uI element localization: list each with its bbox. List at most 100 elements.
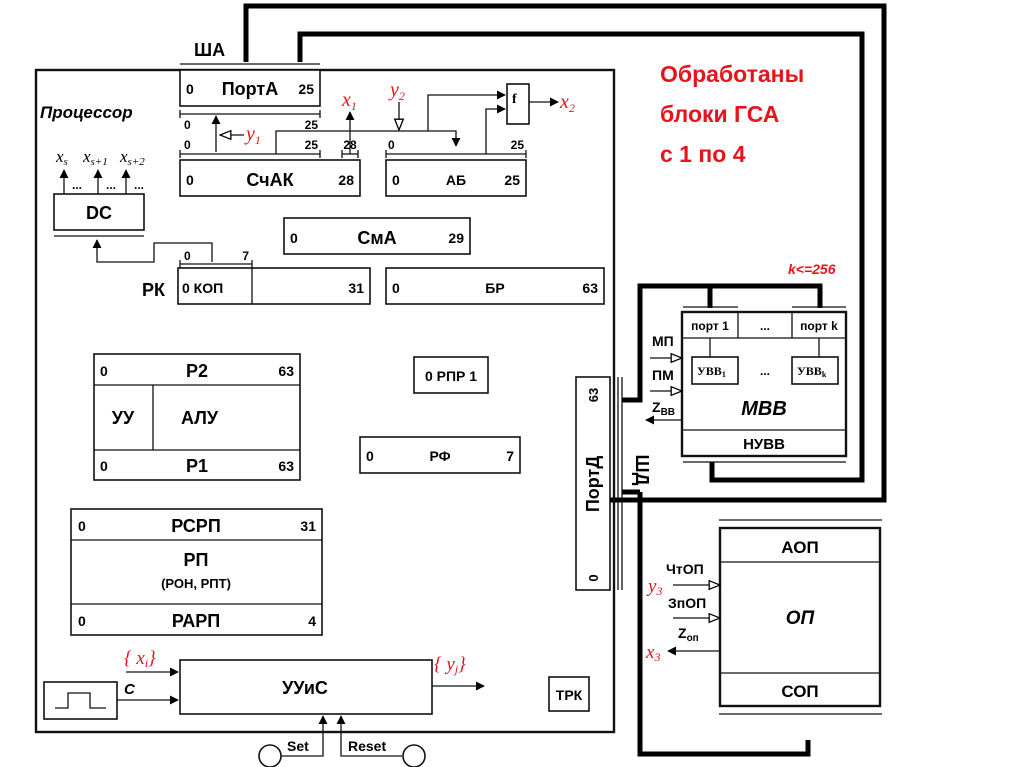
svg-text:25: 25 — [305, 138, 319, 152]
svg-text:Обработаны: Обработаны — [660, 61, 804, 87]
uuis-label: УУиС — [282, 678, 328, 698]
svg-text:63: 63 — [278, 363, 294, 379]
svg-text:0: 0 — [392, 172, 400, 188]
svg-text:0: 0 — [184, 249, 191, 263]
svg-text:...: ... — [106, 178, 116, 192]
uvv-k-device — [791, 356, 839, 385]
port-limit-label: k<=256 — [788, 261, 836, 277]
uu-label: УУ — [112, 408, 135, 428]
svg-text:0: 0 — [366, 448, 374, 464]
svg-text:0: 0 — [100, 363, 108, 379]
svg-text:0: 0 — [78, 613, 86, 629]
svg-text:25: 25 — [298, 81, 314, 97]
svg-text:0: 0 — [78, 518, 86, 534]
set-label: Set — [287, 738, 309, 754]
svg-text:25: 25 — [504, 172, 520, 188]
scak-label: СчАК — [246, 170, 294, 190]
alu-label: АЛУ — [181, 408, 219, 428]
svg-text:...: ... — [72, 178, 82, 192]
svg-text:0: 0 — [186, 172, 194, 188]
signal-c: C — [124, 681, 136, 698]
decoder-dc: DC — [53, 193, 145, 231]
signal-y3: y3 — [646, 576, 662, 598]
port-k-label: порт k — [800, 319, 838, 333]
svg-text:0: 0 — [184, 118, 191, 132]
svg-text:7: 7 — [242, 249, 249, 263]
clock-generator — [43, 681, 118, 720]
signal-y1: y1 — [244, 123, 261, 147]
signal-x3: x3 — [645, 642, 660, 664]
status-note: Обработаны блоки ГСА с 1 по 4 — [660, 61, 804, 167]
svg-text:0: 0 — [186, 81, 194, 97]
ab-label: АБ — [446, 172, 466, 188]
port-1-label: порт 1 — [691, 319, 729, 333]
zop-label: Zоп — [678, 625, 699, 644]
signal-yj: { yj} — [434, 654, 466, 676]
svg-text:0: 0 — [392, 280, 400, 296]
trk-block: ТРК — [548, 676, 590, 712]
port-a-label: ПортА — [222, 79, 279, 99]
reset-terminal[interactable] — [402, 744, 426, 767]
svg-text:25: 25 — [305, 118, 319, 132]
sop-label: СОП — [781, 682, 818, 701]
write-op-label: ЗпОП — [668, 595, 706, 611]
port-d-label: ПортД — [583, 456, 603, 513]
svg-text:0: 0 — [100, 458, 108, 474]
svg-text:...: ... — [760, 319, 770, 333]
svg-text:0: 0 — [586, 574, 601, 581]
aop-label: АОП — [781, 538, 819, 557]
svg-text:УВВ1: УВВ1 — [697, 364, 726, 379]
op-memory: АОП ОП СОП — [718, 526, 882, 708]
rarp-label: РАРП — [172, 611, 220, 631]
rpr-register: 0 РПР 1 — [413, 356, 489, 394]
svg-text:0: 0 — [184, 138, 191, 152]
svg-text:DC: DC — [86, 203, 112, 223]
br-register: 0 БР 63 — [385, 267, 605, 305]
svg-text:...: ... — [134, 178, 144, 192]
svg-text:4: 4 — [308, 613, 316, 629]
mp-label: МП — [652, 333, 674, 349]
sma-register: 0 СмА 29 — [283, 217, 471, 255]
function-f-block: f — [506, 83, 530, 125]
svg-text:29: 29 — [448, 230, 464, 246]
zvv-label: ZВВ — [652, 399, 675, 418]
svg-text:ТРК: ТРК — [556, 687, 583, 703]
set-terminal[interactable] — [258, 744, 282, 767]
dc-output-xs1: xs+1 — [82, 147, 108, 168]
r1-label: Р1 — [186, 456, 208, 476]
scak-register: 0 СчАК 28 — [179, 159, 361, 197]
op-label: ОП — [786, 608, 815, 629]
svg-text:7: 7 — [506, 448, 514, 464]
port-a-register: 0 ПортА 25 — [179, 69, 321, 107]
svg-text:0: 0 — [388, 138, 395, 152]
pulse-icon — [55, 692, 106, 709]
svg-text:0: 0 — [290, 230, 298, 246]
svg-text:блоки ГСА: блоки ГСА — [660, 101, 779, 127]
rk-register: 0 КОП 31 — [177, 267, 371, 305]
pm-label: ПМ — [652, 367, 674, 383]
mvv-module: порт 1 ... порт k УВВ1 ... УВВk МВВ НУВВ — [680, 310, 848, 458]
svg-text:31: 31 — [300, 518, 316, 534]
svg-text:с 1 по 4: с 1 по 4 — [660, 141, 746, 167]
alu-block: 0 Р2 63 УУ АЛУ 0 Р1 63 — [93, 353, 301, 481]
svg-text:28: 28 — [338, 172, 354, 188]
processor-title: Процессор — [40, 103, 133, 122]
rsrp-label: РСРП — [171, 516, 221, 536]
sma-label: СмА — [357, 228, 396, 248]
rf-register: 0 РФ 7 — [359, 436, 521, 474]
svg-text:УВВk: УВВk — [797, 364, 827, 379]
port-d-register: ПортД 63 0 — [575, 376, 611, 591]
rp-sublabel: (РОН, РПТ) — [161, 576, 231, 591]
signal-y2: y2 — [388, 79, 405, 103]
signal-x2: x2 — [559, 91, 575, 115]
signal-x1: x1 — [341, 89, 357, 113]
processor-frame — [34, 68, 616, 734]
dc-output-xs2: xs+2 — [119, 147, 145, 168]
svg-text:63: 63 — [278, 458, 294, 474]
svg-text:31: 31 — [348, 280, 364, 296]
svg-text:f: f — [512, 92, 517, 107]
rf-label: РФ — [429, 448, 450, 464]
r2-label: Р2 — [186, 361, 208, 381]
svg-text:25: 25 — [511, 138, 525, 152]
mvv-label: МВВ — [741, 398, 787, 420]
